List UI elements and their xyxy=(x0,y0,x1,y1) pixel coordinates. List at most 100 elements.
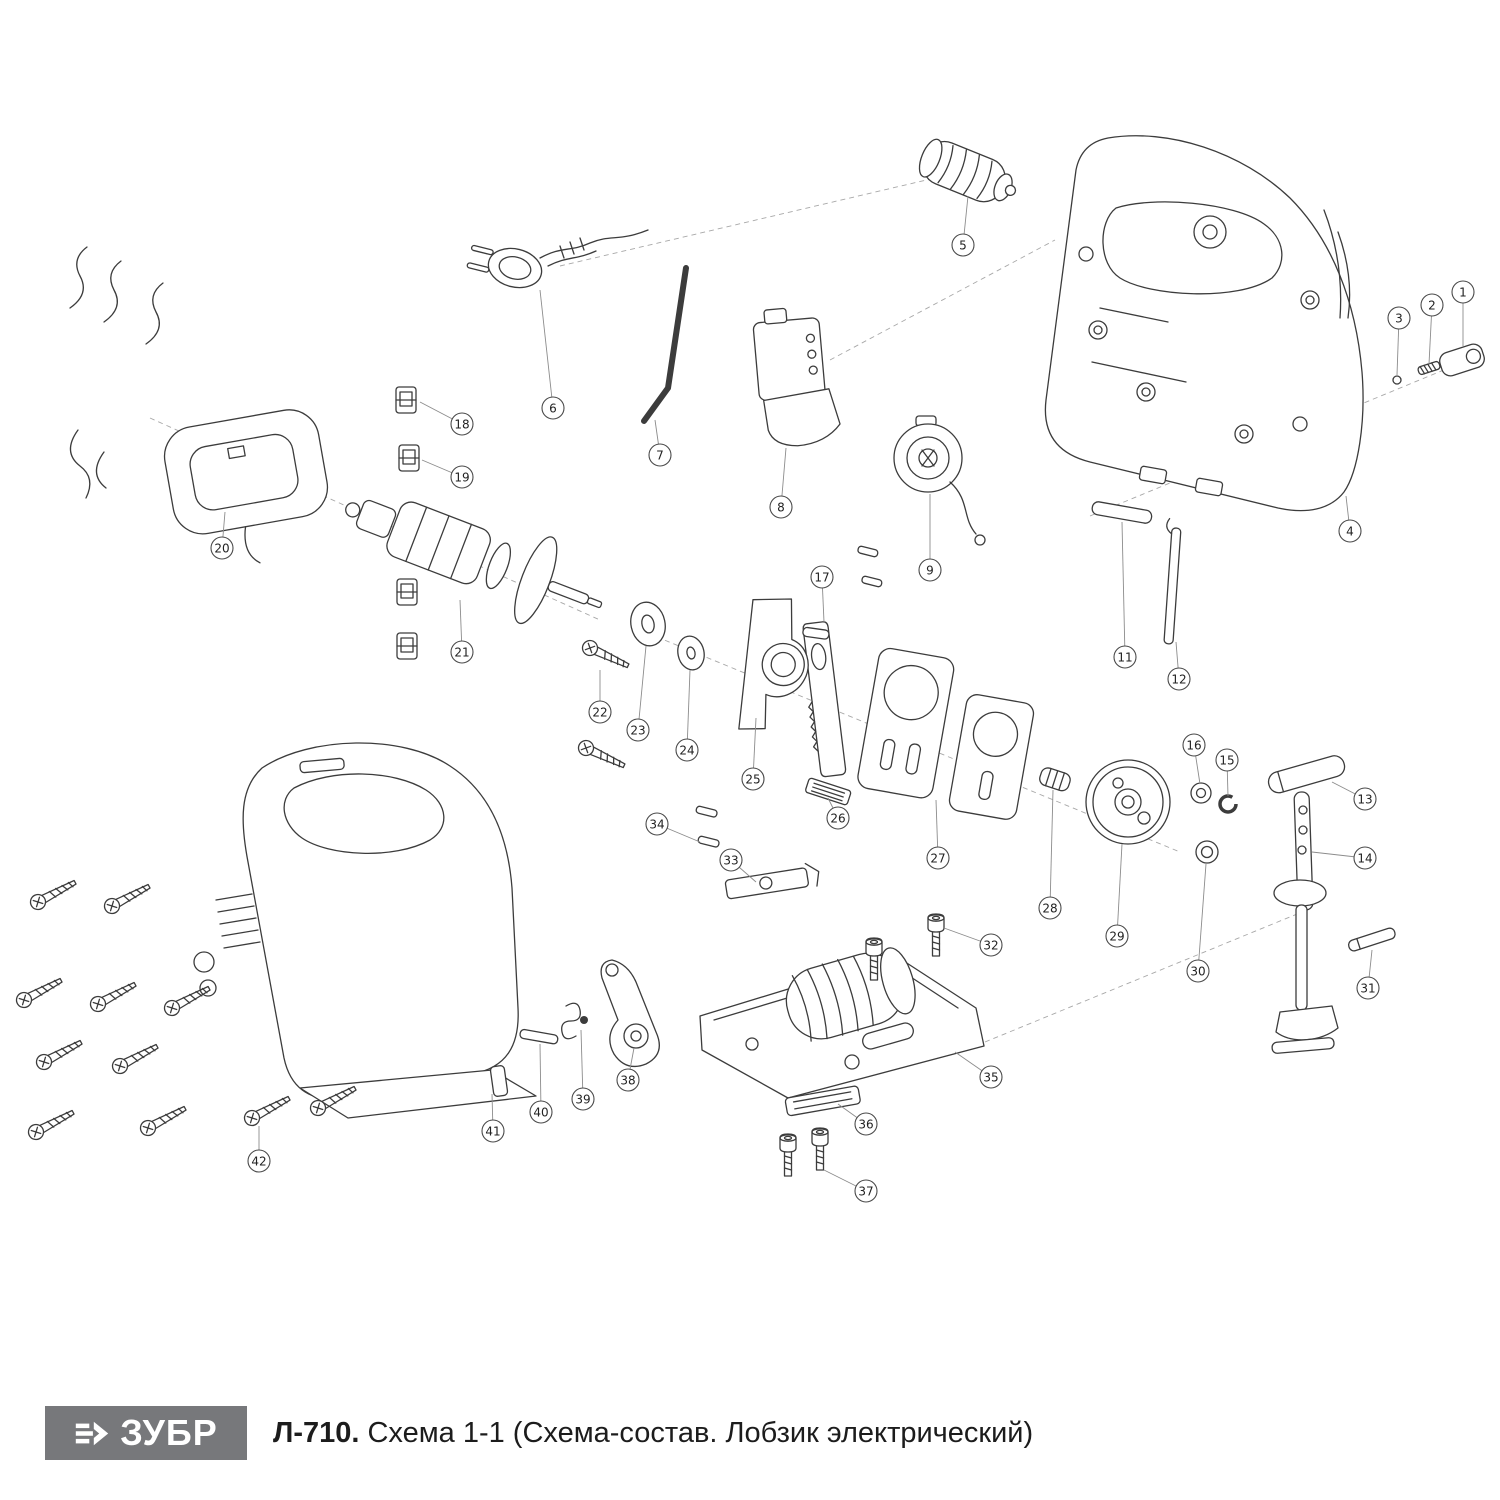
svg-text:6: 6 xyxy=(549,402,557,416)
callout-26: 26 xyxy=(826,797,850,830)
terminal-clip xyxy=(395,386,417,414)
callout-31: 31 xyxy=(1356,949,1380,1000)
guide-rod xyxy=(1271,791,1339,1054)
retaining-ring xyxy=(1218,794,1238,814)
callout-20: 20 xyxy=(210,511,234,560)
screw xyxy=(109,1039,162,1077)
jigsaw-body xyxy=(193,742,537,1119)
clamp-plate xyxy=(724,862,820,900)
stator xyxy=(163,409,329,564)
terminal-clip xyxy=(398,444,420,472)
terminal-clip xyxy=(396,632,418,660)
screw xyxy=(25,1105,78,1143)
screw xyxy=(87,977,140,1015)
svg-text:21: 21 xyxy=(454,646,469,660)
callout-38: 38 xyxy=(616,1047,640,1092)
svg-text:22: 22 xyxy=(592,706,607,720)
footer: ЗУБР Л-710.Схема 1-1 (Схема-состав. Лобз… xyxy=(0,1406,1500,1460)
screw xyxy=(137,1101,190,1139)
guide-handle xyxy=(1267,755,1346,794)
svg-text:8: 8 xyxy=(777,501,785,515)
svg-text:25: 25 xyxy=(745,773,760,787)
svg-text:15: 15 xyxy=(1219,754,1234,768)
spindle-parts xyxy=(1392,343,1485,385)
callout-8: 8 xyxy=(769,447,793,519)
callout-layer: 1234567891112131415161718192021222324252… xyxy=(210,195,1475,1203)
svg-text:26: 26 xyxy=(830,812,845,826)
callout-9: 9 xyxy=(918,494,942,582)
svg-text:2: 2 xyxy=(1428,299,1436,313)
callout-23: 23 xyxy=(626,645,650,742)
zubr-arrow-icon xyxy=(76,1421,109,1445)
callout-11: 11 xyxy=(1113,521,1137,669)
svg-text:30: 30 xyxy=(1190,965,1205,979)
svg-text:39: 39 xyxy=(575,1093,590,1107)
bearing xyxy=(1195,840,1219,864)
support-roller xyxy=(1347,927,1396,952)
svg-text:16: 16 xyxy=(1186,739,1201,753)
terminal-clip xyxy=(396,578,418,606)
svg-text:19: 19 xyxy=(454,471,469,485)
callout-42: 42 xyxy=(247,1126,271,1173)
callout-27: 27 xyxy=(926,799,950,870)
svg-text:40: 40 xyxy=(533,1106,548,1120)
callout-34: 34 xyxy=(645,812,701,843)
svg-text:13: 13 xyxy=(1357,793,1372,807)
callout-17: 17 xyxy=(810,565,834,623)
small-pin-b xyxy=(697,835,720,848)
screw xyxy=(27,875,80,913)
power-cord xyxy=(466,229,649,289)
svg-text:36: 36 xyxy=(858,1118,873,1132)
svg-text:31: 31 xyxy=(1360,982,1375,996)
svg-text:9: 9 xyxy=(926,564,934,578)
schema-title: Л-710.Схема 1-1 (Схема-состав. Лобзик эл… xyxy=(273,1417,1033,1450)
washer-large xyxy=(630,601,666,647)
svg-text:37: 37 xyxy=(858,1185,873,1199)
guide-pin xyxy=(1091,501,1153,524)
callout-5: 5 xyxy=(951,195,975,257)
callout-22: 22 xyxy=(588,670,612,724)
housing-half xyxy=(1044,135,1364,512)
svg-text:32: 32 xyxy=(983,939,998,953)
callout-1: 1 xyxy=(1451,280,1475,346)
svg-text:12: 12 xyxy=(1171,673,1186,687)
saw-blade xyxy=(802,621,847,778)
callout-3: 3 xyxy=(1387,306,1411,376)
callout-24: 24 xyxy=(675,669,699,762)
callout-41: 41 xyxy=(481,1093,505,1143)
motor-end-cap xyxy=(893,415,986,546)
zubr-logo: ЗУБР xyxy=(45,1406,247,1460)
hex-key xyxy=(641,265,689,424)
screw xyxy=(579,637,632,674)
svg-text:28: 28 xyxy=(1042,902,1057,916)
svg-text:27: 27 xyxy=(930,852,945,866)
callout-36: 36 xyxy=(837,1103,878,1136)
svg-text:17: 17 xyxy=(814,571,829,585)
pivot-pin xyxy=(519,1028,559,1045)
crank-pin xyxy=(1039,767,1071,792)
svg-text:7: 7 xyxy=(656,449,664,463)
gear-wheel xyxy=(1085,759,1171,845)
callout-29: 29 xyxy=(1105,843,1129,948)
bolt xyxy=(927,913,945,957)
counterweight-plate-b xyxy=(948,694,1035,820)
svg-text:14: 14 xyxy=(1357,852,1372,866)
plunger-bracket xyxy=(738,598,830,730)
callout-14: 14 xyxy=(1311,846,1377,870)
spring xyxy=(561,1002,588,1040)
callout-30: 30 xyxy=(1186,863,1210,983)
svg-text:23: 23 xyxy=(630,724,645,738)
svg-text:1: 1 xyxy=(1459,286,1467,300)
callout-13: 13 xyxy=(1331,781,1377,811)
callout-35: 35 xyxy=(954,1051,1003,1089)
callout-25: 25 xyxy=(741,717,765,791)
counterweight-plate-a xyxy=(857,647,955,799)
callout-28: 28 xyxy=(1038,789,1062,920)
svg-text:29: 29 xyxy=(1109,930,1124,944)
noise-suppressor xyxy=(918,138,1017,203)
svg-text:38: 38 xyxy=(620,1074,635,1088)
svg-text:35: 35 xyxy=(983,1071,998,1085)
insert-plate xyxy=(784,1085,861,1117)
callout-32: 32 xyxy=(943,927,1003,957)
callout-21: 21 xyxy=(450,599,474,664)
